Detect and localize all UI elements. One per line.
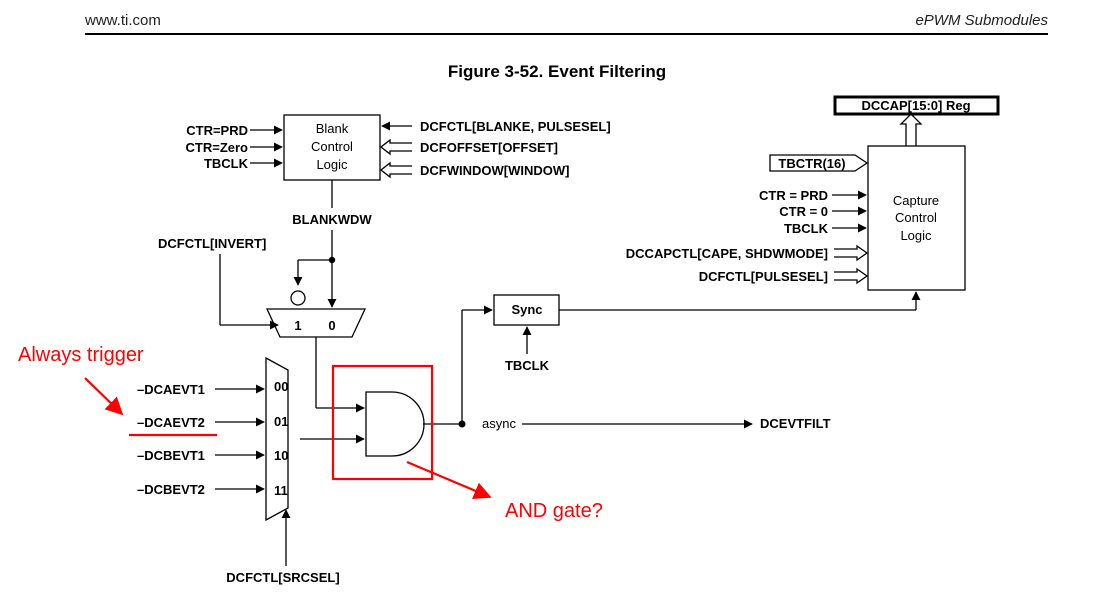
invert-select-label: DCFCTL[INVERT] [158,236,266,251]
capture-label-3: Logic [900,228,932,243]
blank-label-2: Control [311,139,353,154]
blank-label-1: Blank [316,121,349,136]
blank-label-3: Logic [316,157,348,172]
srcsel-label: DCFCTL[SRCSEL] [226,570,339,585]
output-junction [458,420,466,428]
capture-label-2: Control [895,210,937,225]
sync-clock-label: TBCLK [505,358,550,373]
src-input-dcaevt1: –DCAEVT1 [137,382,205,397]
src-code-01: 01 [274,414,288,429]
invert-bubble [290,290,306,306]
src-code-11: 11 [274,483,288,498]
always-trigger-note: Always trigger [18,344,144,366]
async-label: async [482,416,516,431]
and-gate-arrow [406,460,492,499]
src-input-dcbevt2: –DCBEVT2 [137,482,205,497]
capture-input-ctr-prd: CTR = PRD [759,188,828,203]
src-input-dcaevt2: –DCAEVT2 [137,415,205,430]
capture-label-1: Capture [893,193,939,208]
dccap-register-label: DCCAP[15:0] Reg [861,98,970,113]
pulsesel-bus-arrow [834,267,869,285]
and-gate-highlight-box [331,364,434,481]
blank-input-blanke: DCFCTL[BLANKE, PULSESEL] [420,119,611,134]
capture-input-tbclk: TBCLK [784,221,829,236]
and-gate-note: AND gate? [505,500,603,522]
blankwdw-junction [328,256,336,264]
window-bus-arrow [379,161,412,179]
offset-bus-arrow [379,138,412,156]
dccap-register [833,95,1000,116]
capture-input-pulsesel: DCFCTL[PULSESEL] [699,269,828,284]
capture-input-ctr-0: CTR = 0 [779,204,828,219]
invert-mux-input-0: 0 [328,318,335,333]
and-gate [365,391,425,457]
figure-title: Figure 3-52. Event Filtering [447,62,667,81]
header-website: www.ti.com [85,12,161,29]
invert-mux [265,308,367,338]
invert-mux-input-1: 1 [294,318,301,333]
blank-input-offset: DCFOFFSET[OFFSET] [420,140,558,155]
tbctr-label: TBCTR(16) [778,156,845,171]
sync-label: Sync [511,302,542,317]
always-trigger-arrow [84,377,124,416]
blank-input-ctr-zero: CTR=Zero [186,140,249,155]
dcevtfilt-label: DCEVTFILT [760,416,831,431]
blank-input-window: DCFWINDOW[WINDOW] [420,163,569,178]
src-code-10: 10 [274,448,288,463]
dccapctl-bus-arrow [834,244,869,262]
blank-input-tbclk: TBCLK [204,156,249,171]
header-rule [85,33,1048,35]
capture-input-dccapctl: DCCAPCTL[CAPE, SHDWMODE] [626,246,828,261]
capture-register-arrow [899,113,923,146]
tbctr-bus [769,154,869,172]
blank-input-ctr-prd: CTR=PRD [186,123,248,138]
src-input-dcbevt1: –DCBEVT1 [137,448,205,463]
header-section: ePWM Submodules [915,12,1048,29]
src-code-00: 00 [274,379,288,394]
source-mux [265,356,289,522]
blankwdw-label: BLANKWDW [292,212,372,227]
